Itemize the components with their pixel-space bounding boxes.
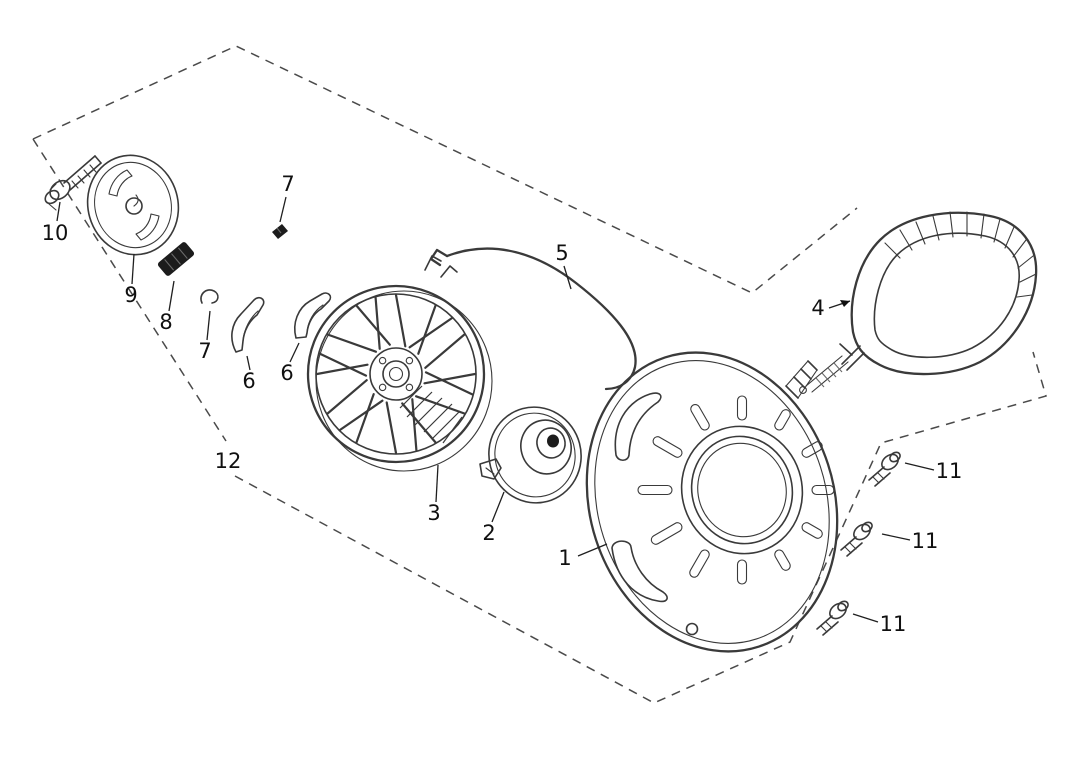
part-label-11: 11 (880, 612, 907, 636)
reel-hatching (399, 385, 463, 444)
part-4-starter-handle (799, 211, 1038, 394)
part-7-spring-upper (272, 224, 288, 239)
part-11-bolt-bottom (816, 600, 849, 636)
leader-line-6 (289, 342, 300, 363)
housing-louvers (637, 395, 835, 585)
labels-layer: 10 98 7 7 6 6 3 2 5 1 4 11 11 11 12 (42, 172, 963, 636)
leader-line-8 (168, 280, 175, 312)
part-label-1: 1 (558, 546, 571, 570)
part-label-10: 10 (42, 221, 69, 245)
part-6-ratchet-pawl-right (294, 292, 332, 339)
part-label-7: 7 (198, 339, 211, 363)
part-2-friction-plate (479, 406, 582, 504)
part-label-9: 9 (124, 283, 137, 307)
leader-line-7 (206, 310, 211, 341)
part-label-11: 11 (936, 459, 963, 483)
leader-line-7 (279, 196, 287, 223)
part-11-bolt-middle (840, 521, 873, 557)
leader-line-11 (904, 462, 935, 471)
part-label-2: 2 (482, 521, 495, 545)
part-7-spring-lower (200, 289, 219, 304)
part-11-bolt-top (868, 451, 901, 487)
part-label-12: 12 (215, 449, 242, 473)
leader-line-9 (131, 253, 135, 285)
part-9-pulley-flange (86, 154, 180, 256)
leader-line-11 (881, 533, 911, 541)
part-label-3: 3 (427, 501, 440, 525)
part-label-5: 5 (555, 241, 568, 265)
boundary-dashed (32, 45, 1047, 704)
part-label-7: 7 (281, 172, 294, 196)
part-label-6: 6 (280, 361, 293, 385)
handle-ribs (884, 211, 1037, 298)
leader-line-11 (852, 613, 879, 623)
reel-spokes (315, 293, 477, 455)
leader-line-10 (56, 201, 61, 222)
part-label-6: 6 (242, 369, 255, 393)
part-10-flange-bolt (44, 155, 102, 211)
part-1-starter-housing (585, 351, 839, 653)
part-8-friction-spring (157, 242, 195, 276)
leader-arrowhead-4 (840, 300, 850, 307)
part-label-11: 11 (912, 529, 939, 553)
leader-line-5 (563, 265, 572, 290)
part-6-ratchet-pawl-left (231, 297, 265, 353)
handle-rope-stud (799, 343, 865, 394)
leader-line-2 (491, 491, 505, 523)
leader-line-1 (577, 543, 608, 557)
part-label-8: 8 (159, 310, 172, 334)
part-3-recoil-reel (306, 255, 493, 472)
part-label-4: 4 (811, 296, 824, 320)
leader-line-3 (435, 464, 439, 503)
leader-line-6 (246, 355, 251, 371)
part-5-starter-rope (429, 247, 637, 391)
